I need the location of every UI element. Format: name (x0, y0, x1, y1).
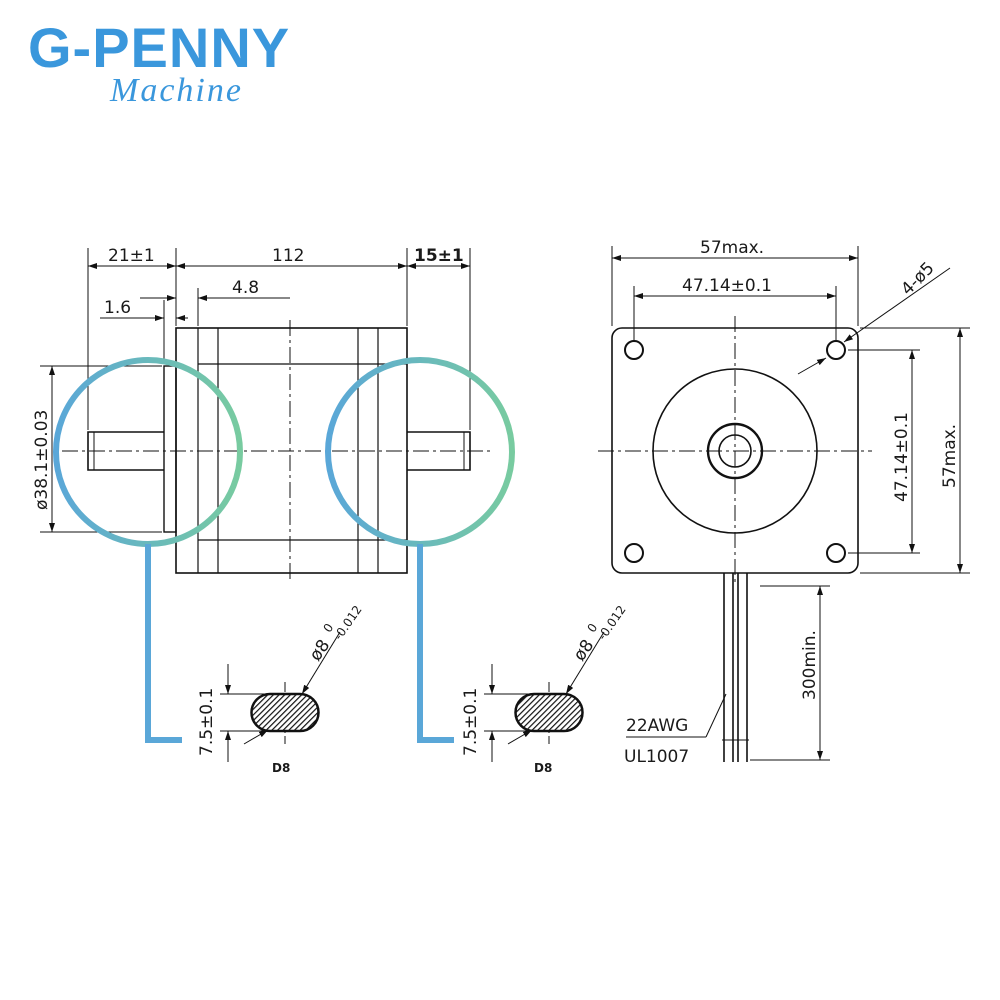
rear-shaft-highlight-circle (325, 357, 515, 547)
shaft-type-label: D8 (272, 761, 290, 775)
mount-hole-tr (826, 340, 846, 360)
shaft-diameter-label: ø8 (570, 636, 599, 665)
wire-gauge-label: 22AWG (626, 716, 688, 736)
shaft-detail-rear: ø8 0 -0.012 7.5±0.1 D8 (461, 603, 629, 775)
mount-hole-tl (624, 340, 644, 360)
shaft-tol-lower: -0.012 (595, 603, 629, 643)
hole-spacing-v-label: 47.14±0.1 (892, 412, 912, 502)
shaft-tol-lower: -0.012 (331, 603, 365, 643)
wire-standard-label: UL1007 (624, 747, 689, 767)
shaft-type-label: D8 (534, 761, 552, 775)
body-length-label: 112 (272, 246, 304, 266)
height-label: 57max. (940, 424, 960, 488)
shaft-detail-front: ø8 0 -0.012 7.5±0.1 D8 (197, 603, 365, 775)
highlight-callouts (53, 357, 515, 547)
boss-height-label: 1.6 (104, 298, 131, 318)
front-view (598, 246, 970, 762)
shaft-diameter-label: ø8 (306, 636, 335, 665)
front-shaft (87, 431, 164, 471)
callout-leaders (145, 544, 454, 743)
hole-spec-label: 4-ø5 (897, 258, 938, 299)
shaft-section-hatched (514, 692, 584, 733)
brand-subtitle: Machine (110, 72, 243, 109)
brand-name: G-PENNY (28, 16, 291, 79)
mount-hole-bl (624, 543, 644, 563)
lead-length-label: 300min. (800, 630, 820, 700)
shaft-section-hatched (250, 692, 320, 733)
side-view-dimensions: 21±1 112 15±1 4.8 1.6 ø38.1±0.03 (32, 246, 464, 510)
width-label: 57max. (700, 238, 764, 258)
shaft-flat-label: 7.5±0.1 (461, 688, 481, 756)
rear-shaft-length-label: 15±1 (414, 246, 464, 266)
front-shaft-length-label: 21±1 (108, 246, 155, 266)
mount-hole-br (826, 543, 846, 563)
shaft-flat-label: 7.5±0.1 (197, 688, 217, 756)
brand-logo: G-PENNY Machine (28, 16, 291, 109)
front-view-dimensions: 57max. 47.14±0.1 4-ø5 47.14±0.1 57max. 3… (624, 238, 960, 767)
front-shaft-highlight-circle (53, 357, 243, 547)
hole-spacing-h-label: 47.14±0.1 (682, 276, 772, 296)
boss-diameter-label: ø38.1±0.03 (32, 410, 52, 510)
flange-thickness-label: 4.8 (232, 278, 259, 298)
